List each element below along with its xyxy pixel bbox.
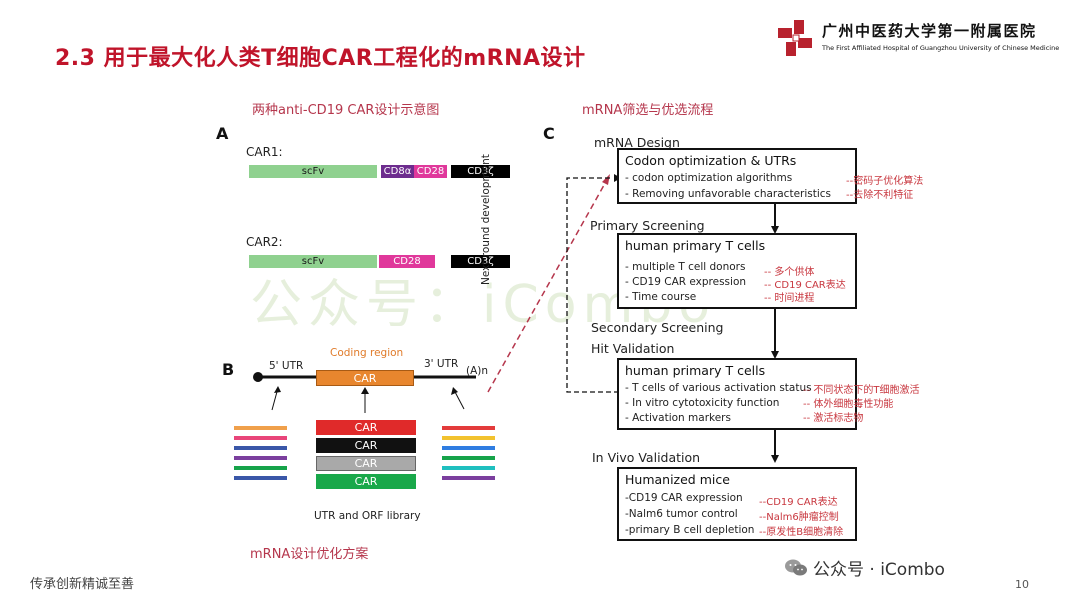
polya-label: (A)n [466,365,489,377]
box2-line: - Time course [625,291,697,303]
orf-label: CAR [354,475,378,488]
utr3-label: 3' UTR [424,358,459,370]
car2-cd28-label: CD28 [393,256,421,267]
panel-a-letter: A [216,124,229,143]
box3-line: - In vitro cytotoxicity function [625,397,780,409]
car1-cd28-segment: CD28 [414,165,447,178]
hospital-name-en: The First Affiliated Hospital of Guangzh… [822,44,1060,52]
box1-title: Codon optimization & UTRs [625,153,797,168]
slide-title: 2.3 用于最大化人类T细胞CAR工程化的mRNA设计 [55,46,586,71]
box3-cn: -- 不同状态下的T细胞激活 [803,385,920,396]
utr5-variant-stripe [234,476,287,480]
box4-cn: --Nalm6肿瘤控制 [759,512,839,523]
utr3-arrow [453,389,465,410]
box4-line: -primary B cell depletion [625,524,755,536]
utr5-variant-stripe [234,456,287,460]
utr3-variant-stripe [442,436,495,440]
footer-slogan: 传承创新精诚至善 [30,577,135,592]
car2-scfv-segment: scFv [249,255,377,268]
utr5-label: 5' UTR [269,360,304,372]
orf-variant-red: CAR [316,420,416,435]
box4-line: -Nalm6 tumor control [625,508,738,520]
wechat-watermark: 公众号 · iCombo [785,555,945,580]
car1-cd8a-label: CD8α [383,166,412,177]
panel-b-subtitle: mRNA设计优化方案 [250,547,369,562]
utr5-variant-stripe [234,426,287,430]
box-primary-screening: human primary T cells - multiple T cell … [617,233,857,309]
box4-line: -CD19 CAR expression [625,492,743,504]
box2-line: - CD19 CAR expression [625,276,747,288]
box-invivo: Humanized mice -CD19 CAR expression -Nal… [617,467,857,541]
wechat-account: 公众号 · iCombo [813,560,945,580]
utr5-variant-stripe [234,446,287,450]
orf-variant-green: CAR [316,474,416,489]
orf-label: CAR [354,439,378,452]
loop-label: Next round development [480,154,492,285]
box2-line: - multiple T cell donors [625,261,746,273]
box1-cn: --密码子优化算法 [846,176,924,187]
car1-cd8a-segment: CD8α [381,165,414,178]
car1-label: CAR1: [246,145,283,159]
utr3-variant-stripe [442,456,495,460]
orf-variant-gray: CAR [316,456,416,471]
library-label: UTR and ORF library [314,510,421,522]
car-coding-block: CAR [316,370,414,386]
orf-variant-black: CAR [316,438,416,453]
box3-title: human primary T cells [625,363,766,378]
panel-b-letter: B [222,360,235,379]
box1-line: - codon optimization algorithms [625,172,793,184]
hospital-name-cn: 广州中医药大学第一附属医院 [822,22,1037,40]
utr5-variant-stripe [234,436,287,440]
utr3-variant-stripe [442,426,495,430]
coding-region-label: Coding region [330,347,404,359]
car1-cd28-label: CD28 [416,166,445,177]
panel-c-letter: C [543,124,555,143]
car1-cd3z-segment: CD3ζ [451,165,510,178]
car2-cd3z-segment: CD3ζ [451,255,510,268]
utr3-variant-stripe [442,446,495,450]
panel-c-subtitle: mRNA筛选与优选流程 [582,103,714,118]
box1-line: - Removing unfavorable characteristics [625,188,832,200]
panel-a-subtitle: 两种anti-CD19 CAR设计示意图 [252,103,440,118]
box2-title: human primary T cells [625,238,766,253]
box1-cn: --去除不利特征 [846,190,914,201]
stage-hit: Hit Validation [591,341,675,356]
box2-cn: -- 时间进程 [764,293,815,304]
box4-title: Humanized mice [625,472,730,487]
stage-invivo: In Vivo Validation [592,450,701,465]
box-hit-validation: human primary T cells - T cells of vario… [617,358,857,430]
box2-cn: -- 多个供体 [764,267,815,278]
stage-secondary: Secondary Screening [591,320,724,335]
car2-label: CAR2: [246,235,283,249]
box4-cn: --原发性B细胞清除 [759,527,844,538]
utr3-variant-stripe [442,466,495,470]
box3-cn: -- 体外细胞毒性功能 [803,399,894,410]
car-coding-label: CAR [353,371,377,385]
car2-cd3z-label: CD3ζ [467,256,494,267]
car1-scfv-label: scFv [301,166,325,177]
car2-cd28-segment: CD28 [379,255,435,268]
box3-line: - Activation markers [625,412,731,424]
car1-cd3z-label: CD3ζ [467,166,494,177]
stage-design: mRNA Design [594,135,680,150]
box-codon-optimization: Codon optimization & UTRs - codon optimi… [617,148,857,204]
box3-line: - T cells of various activation status [625,382,812,394]
utr5-variant-stripe [234,466,287,470]
hospital-logo-icon [776,18,816,58]
box3-cn: -- 激活标志物 [803,413,864,424]
page-number: 10 [1015,578,1029,591]
box2-cn: -- CD19 CAR表达 [764,280,846,291]
link-arrow [487,174,610,393]
stage-primary: Primary Screening [590,218,705,233]
car2-scfv-label: scFv [301,256,325,267]
orf-label: CAR [354,457,378,470]
utr3-variant-stripe [442,476,495,480]
wechat-icon [785,558,807,578]
box4-cn: --CD19 CAR表达 [759,497,838,508]
orf-label: CAR [354,421,378,434]
car1-scfv-segment: scFv [249,165,377,178]
